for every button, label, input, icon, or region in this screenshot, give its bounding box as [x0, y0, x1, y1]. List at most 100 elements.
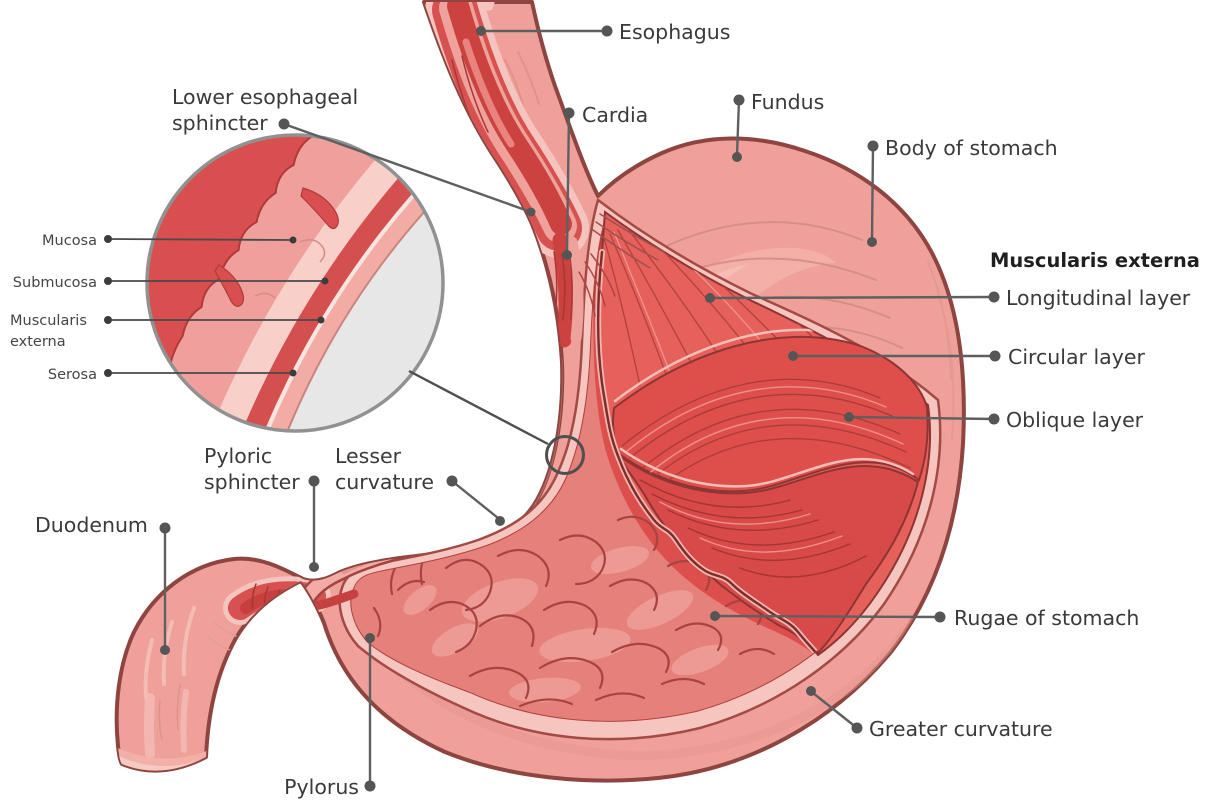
leader-mucosa	[107, 238, 293, 241]
leader-dot	[988, 413, 1000, 425]
leader-dot	[160, 645, 170, 655]
seam-highlight-2	[619, 447, 915, 488]
rugae-folds	[372, 298, 776, 708]
inset-connector-line	[408, 369, 549, 446]
leader-dot	[788, 351, 798, 361]
duodenum-fold	[251, 583, 257, 609]
leader-longitudinal-layer	[711, 295, 995, 300]
label-longitudinal-layer: Longitudinal layer	[1006, 286, 1191, 310]
label-greater-curvature: Greater curvature	[869, 717, 1053, 741]
leader-dot	[867, 237, 877, 247]
mucosal-cut-edge	[595, 249, 821, 658]
leader-dot	[806, 686, 816, 696]
leader-dot	[705, 293, 715, 303]
label-oblique-layer: Oblique layer	[1006, 408, 1144, 432]
magnified-area-ring	[545, 435, 585, 475]
label-muscularis-externa-heading: Muscularis externa	[990, 249, 1200, 272]
inset-gland-swirl	[254, 292, 276, 299]
leader-dot	[934, 611, 946, 623]
label-mucosa: Mucosa	[42, 233, 97, 249]
rugae-region	[351, 244, 870, 721]
leader-dot	[446, 475, 458, 487]
leader-dot	[476, 26, 486, 36]
leader-dot	[562, 250, 572, 260]
leader-body-of-stomach	[870, 145, 875, 241]
duodenum-wall-marks	[143, 606, 237, 759]
rugae-highlights	[403, 546, 729, 703]
cardia-region	[552, 213, 665, 348]
circular-striations	[621, 378, 911, 489]
leader-dot	[278, 118, 290, 130]
leader-dot	[365, 633, 375, 643]
leader-dot	[317, 316, 325, 324]
cardia-fan-line	[584, 261, 606, 307]
label-pylorus: Pylorus	[284, 775, 359, 799]
notch-layer-line	[595, 221, 659, 261]
inset-serosa-edge	[286, 210, 426, 431]
cardia-fold	[569, 256, 574, 320]
leader-oblique-layer	[851, 415, 995, 421]
leader-dot	[321, 277, 329, 285]
leader-dot	[104, 369, 112, 377]
leader-dot	[495, 516, 505, 526]
label-submucosa: Submucosa	[13, 275, 97, 291]
esophagus-interior	[425, 2, 589, 258]
inset-mucosa-surface-edge	[169, 135, 314, 364]
leader-dot	[526, 207, 536, 217]
greater-curvature-shadow	[363, 617, 917, 761]
inset-circle-outline	[145, 133, 445, 433]
leader-dot	[844, 412, 854, 422]
leader-dot	[104, 316, 112, 324]
leader-dot	[159, 522, 171, 534]
label-body-of-stomach: Body of stomach	[885, 136, 1058, 160]
oblique-striations	[639, 479, 867, 578]
cardia-fan-line	[578, 271, 596, 317]
notch-layer-line	[599, 213, 665, 253]
leader-dot	[364, 780, 376, 792]
leader-dot	[104, 277, 112, 285]
leader-fundus	[735, 99, 741, 156]
label-cardia: Cardia	[582, 103, 648, 127]
leader-dot	[988, 291, 1000, 303]
leader-dot	[104, 235, 112, 243]
label-duodenum: Duodenum	[35, 513, 148, 537]
cardia-lumen-band	[552, 232, 574, 348]
leader-dot	[601, 25, 613, 37]
label-fundus: Fundus	[751, 90, 824, 114]
leader-dot	[851, 722, 863, 734]
label-esophagus: Esophagus	[619, 20, 730, 44]
inset-layers	[147, 135, 443, 431]
inset-gastric-pit	[300, 187, 339, 230]
leader-greater-curvature	[812, 692, 858, 729]
leader-rugae	[717, 614, 941, 619]
cardia-mucosa-band	[566, 236, 584, 344]
leader-dot	[309, 562, 319, 572]
leader-dot	[732, 152, 742, 162]
wall-layer-inset	[145, 133, 585, 475]
leader-dot	[289, 369, 297, 377]
leader-dot	[308, 475, 320, 487]
leader-dot	[989, 350, 1001, 362]
label-serosa: Serosa	[48, 367, 97, 383]
inset-mucosa-surface	[147, 135, 313, 364]
esophagus-fold	[461, 55, 489, 133]
leader-dot	[710, 611, 720, 621]
leader-dot	[563, 107, 575, 119]
cardia-fan-line	[590, 253, 616, 297]
label-rugae-of-stomach: Rugae of stomach	[954, 606, 1139, 630]
inset-gland-swirl	[299, 239, 326, 263]
rugae-base	[351, 244, 870, 721]
cardia-fold	[561, 253, 566, 321]
leader-cardia	[565, 112, 571, 254]
muscle-layer-circular	[612, 335, 929, 493]
leader-lesser-curvature	[451, 480, 499, 519]
leader-dot	[733, 94, 745, 106]
esophagus-lumen-highlight	[462, 38, 515, 148]
